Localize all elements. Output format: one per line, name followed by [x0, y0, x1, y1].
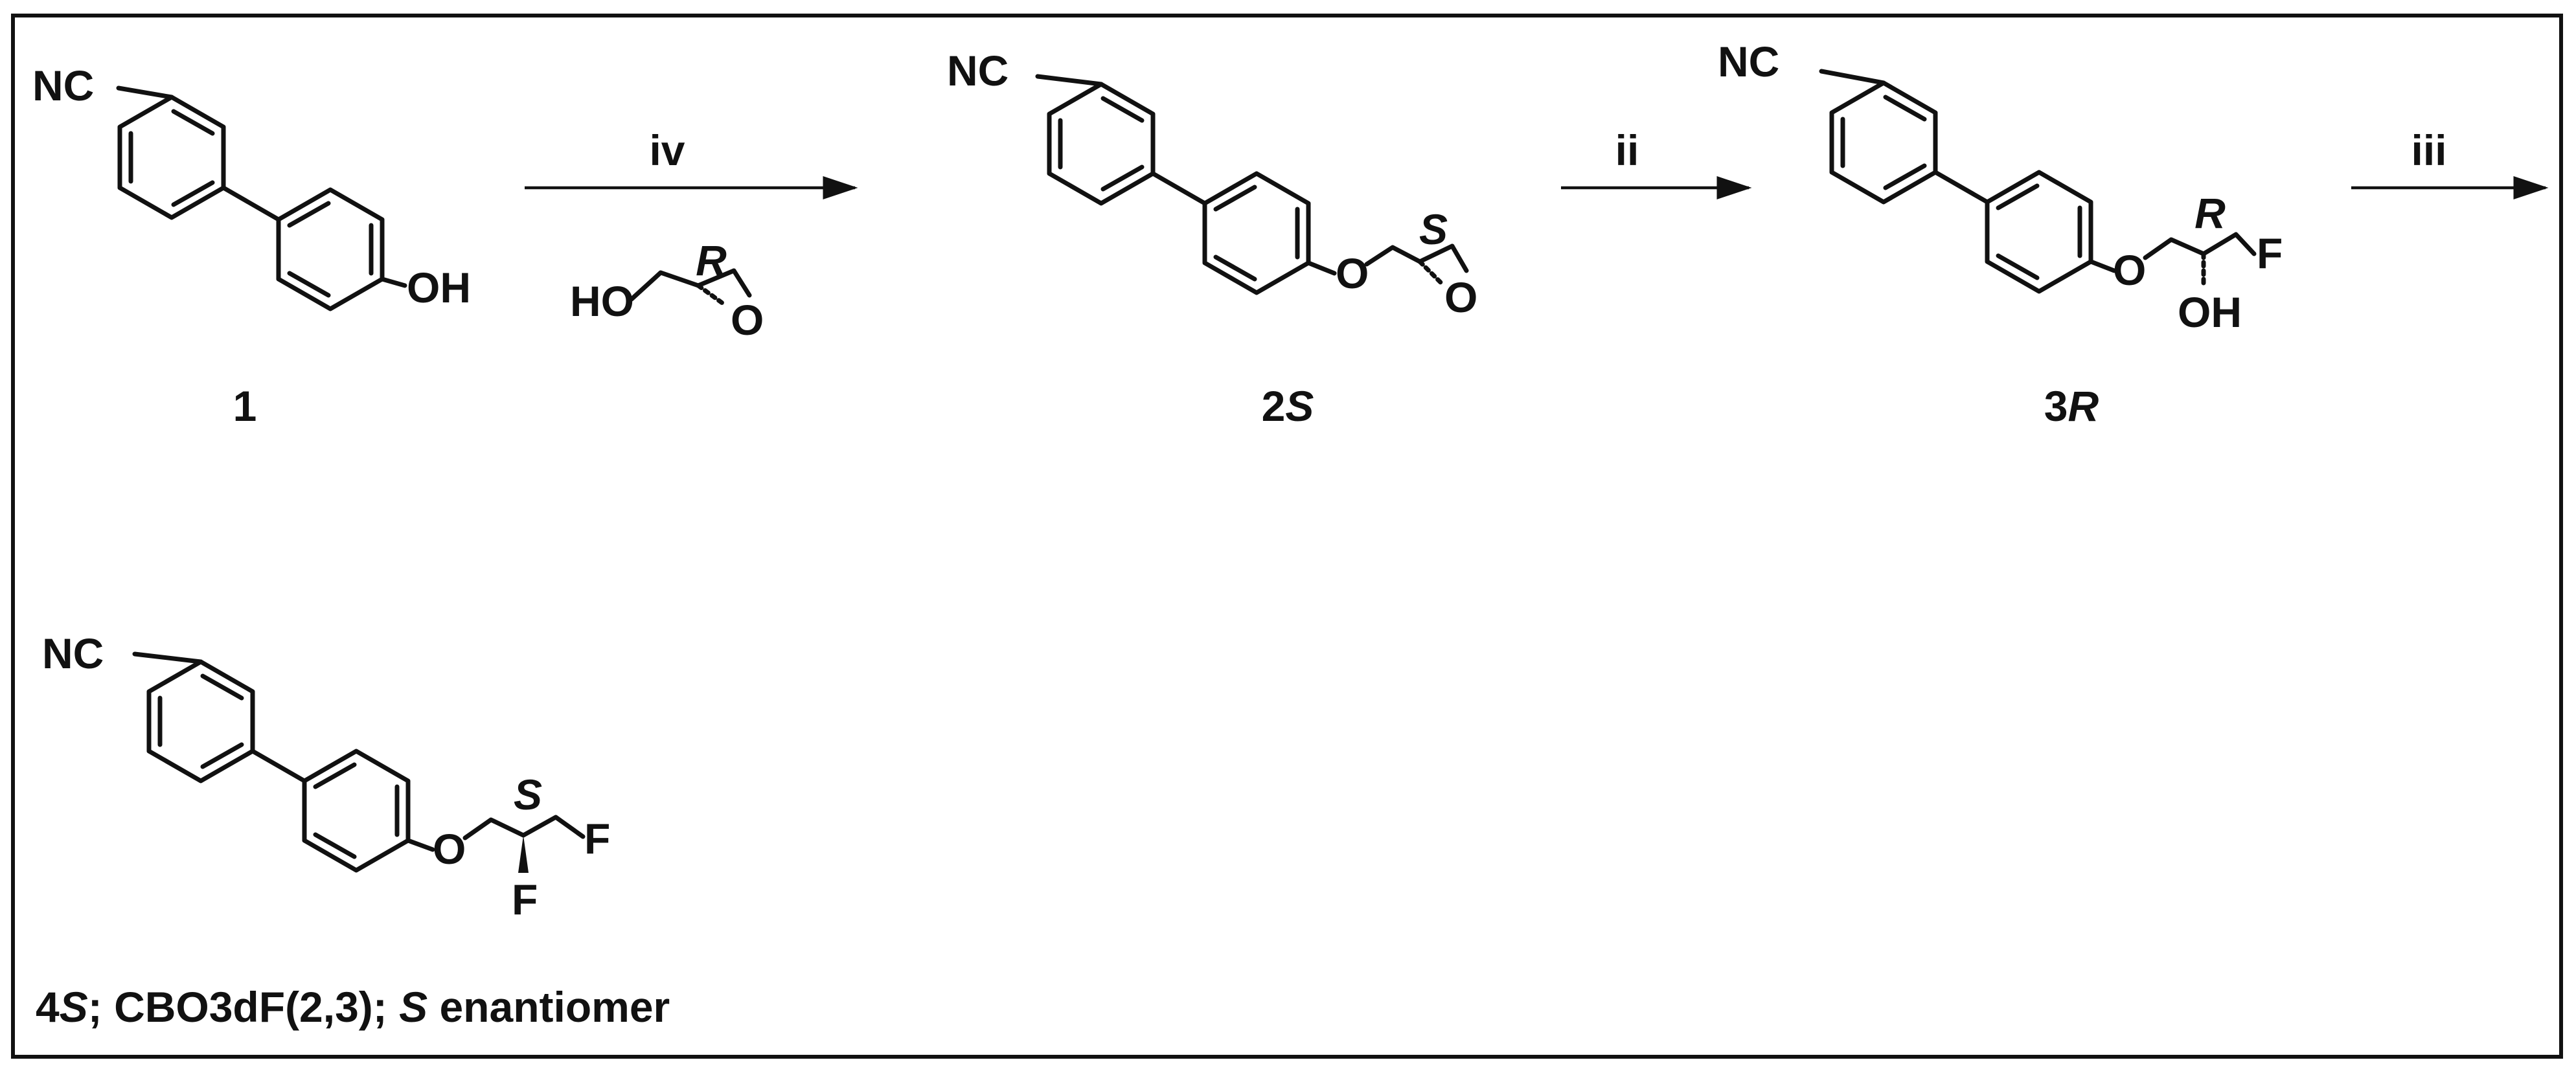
- stereocenter-fluorine-label: F: [512, 875, 538, 923]
- fluorine-label: F: [2257, 229, 2283, 277]
- nitrile-label: NC: [947, 47, 1009, 95]
- compound-1-structure: NC OH: [32, 62, 471, 311]
- reagent-step-2: ii: [1615, 126, 1639, 174]
- compound-4s-caption: 4S; CBO3dF(2,3); S enantiomer: [36, 983, 670, 1031]
- scheme-frame: [11, 14, 2563, 1059]
- epoxide-o-label: O: [1444, 273, 1477, 321]
- compound-4s-structure: NC O S F F: [42, 629, 610, 923]
- ether-o-label: O: [1336, 249, 1369, 297]
- wedge-bond: [518, 835, 529, 873]
- nitrile-label: NC: [1718, 38, 1779, 85]
- glycidol-reagent-structure: HO R O: [570, 236, 764, 344]
- stereo-4s-label: S: [514, 771, 542, 818]
- glycidol-ho-label: HO: [570, 277, 634, 325]
- terminal-fluorine-label: F: [584, 815, 610, 862]
- hydroxyl-label: OH: [2178, 288, 2242, 336]
- label-text: R: [2068, 382, 2099, 430]
- compound-2s-structure: NC O S O: [947, 47, 1477, 321]
- stereo-3r-label: R: [2194, 189, 2226, 237]
- label-text: 3: [2044, 382, 2068, 430]
- label-text: S: [1285, 382, 1314, 430]
- label-text: enantiomer: [427, 983, 670, 1031]
- compound-2s-label: 2S: [1262, 382, 1314, 430]
- nitrile-label: NC: [42, 629, 104, 677]
- label-text: 4: [36, 983, 60, 1031]
- stereo-2s-label: S: [1419, 205, 1448, 253]
- reagent-step-1: iv: [649, 126, 685, 174]
- hydroxyl-label: OH: [407, 264, 471, 311]
- ether-o-label: O: [433, 825, 466, 873]
- compound-3r-label: 3R: [2044, 382, 2099, 430]
- ether-o-label: O: [2113, 246, 2146, 294]
- reagent-step-3: iii: [2411, 126, 2446, 174]
- nitrile-label: NC: [32, 62, 94, 109]
- glycidol-epoxide-o: O: [731, 296, 764, 344]
- label-text: S: [60, 983, 88, 1031]
- compound-1-label: 1: [233, 382, 257, 430]
- label-text: S: [399, 983, 427, 1031]
- compound-3r-structure: NC O R F OH: [1718, 38, 2283, 336]
- label-text: ; CBO3dF(2,3);: [88, 983, 399, 1031]
- label-text: 2: [1262, 382, 1286, 430]
